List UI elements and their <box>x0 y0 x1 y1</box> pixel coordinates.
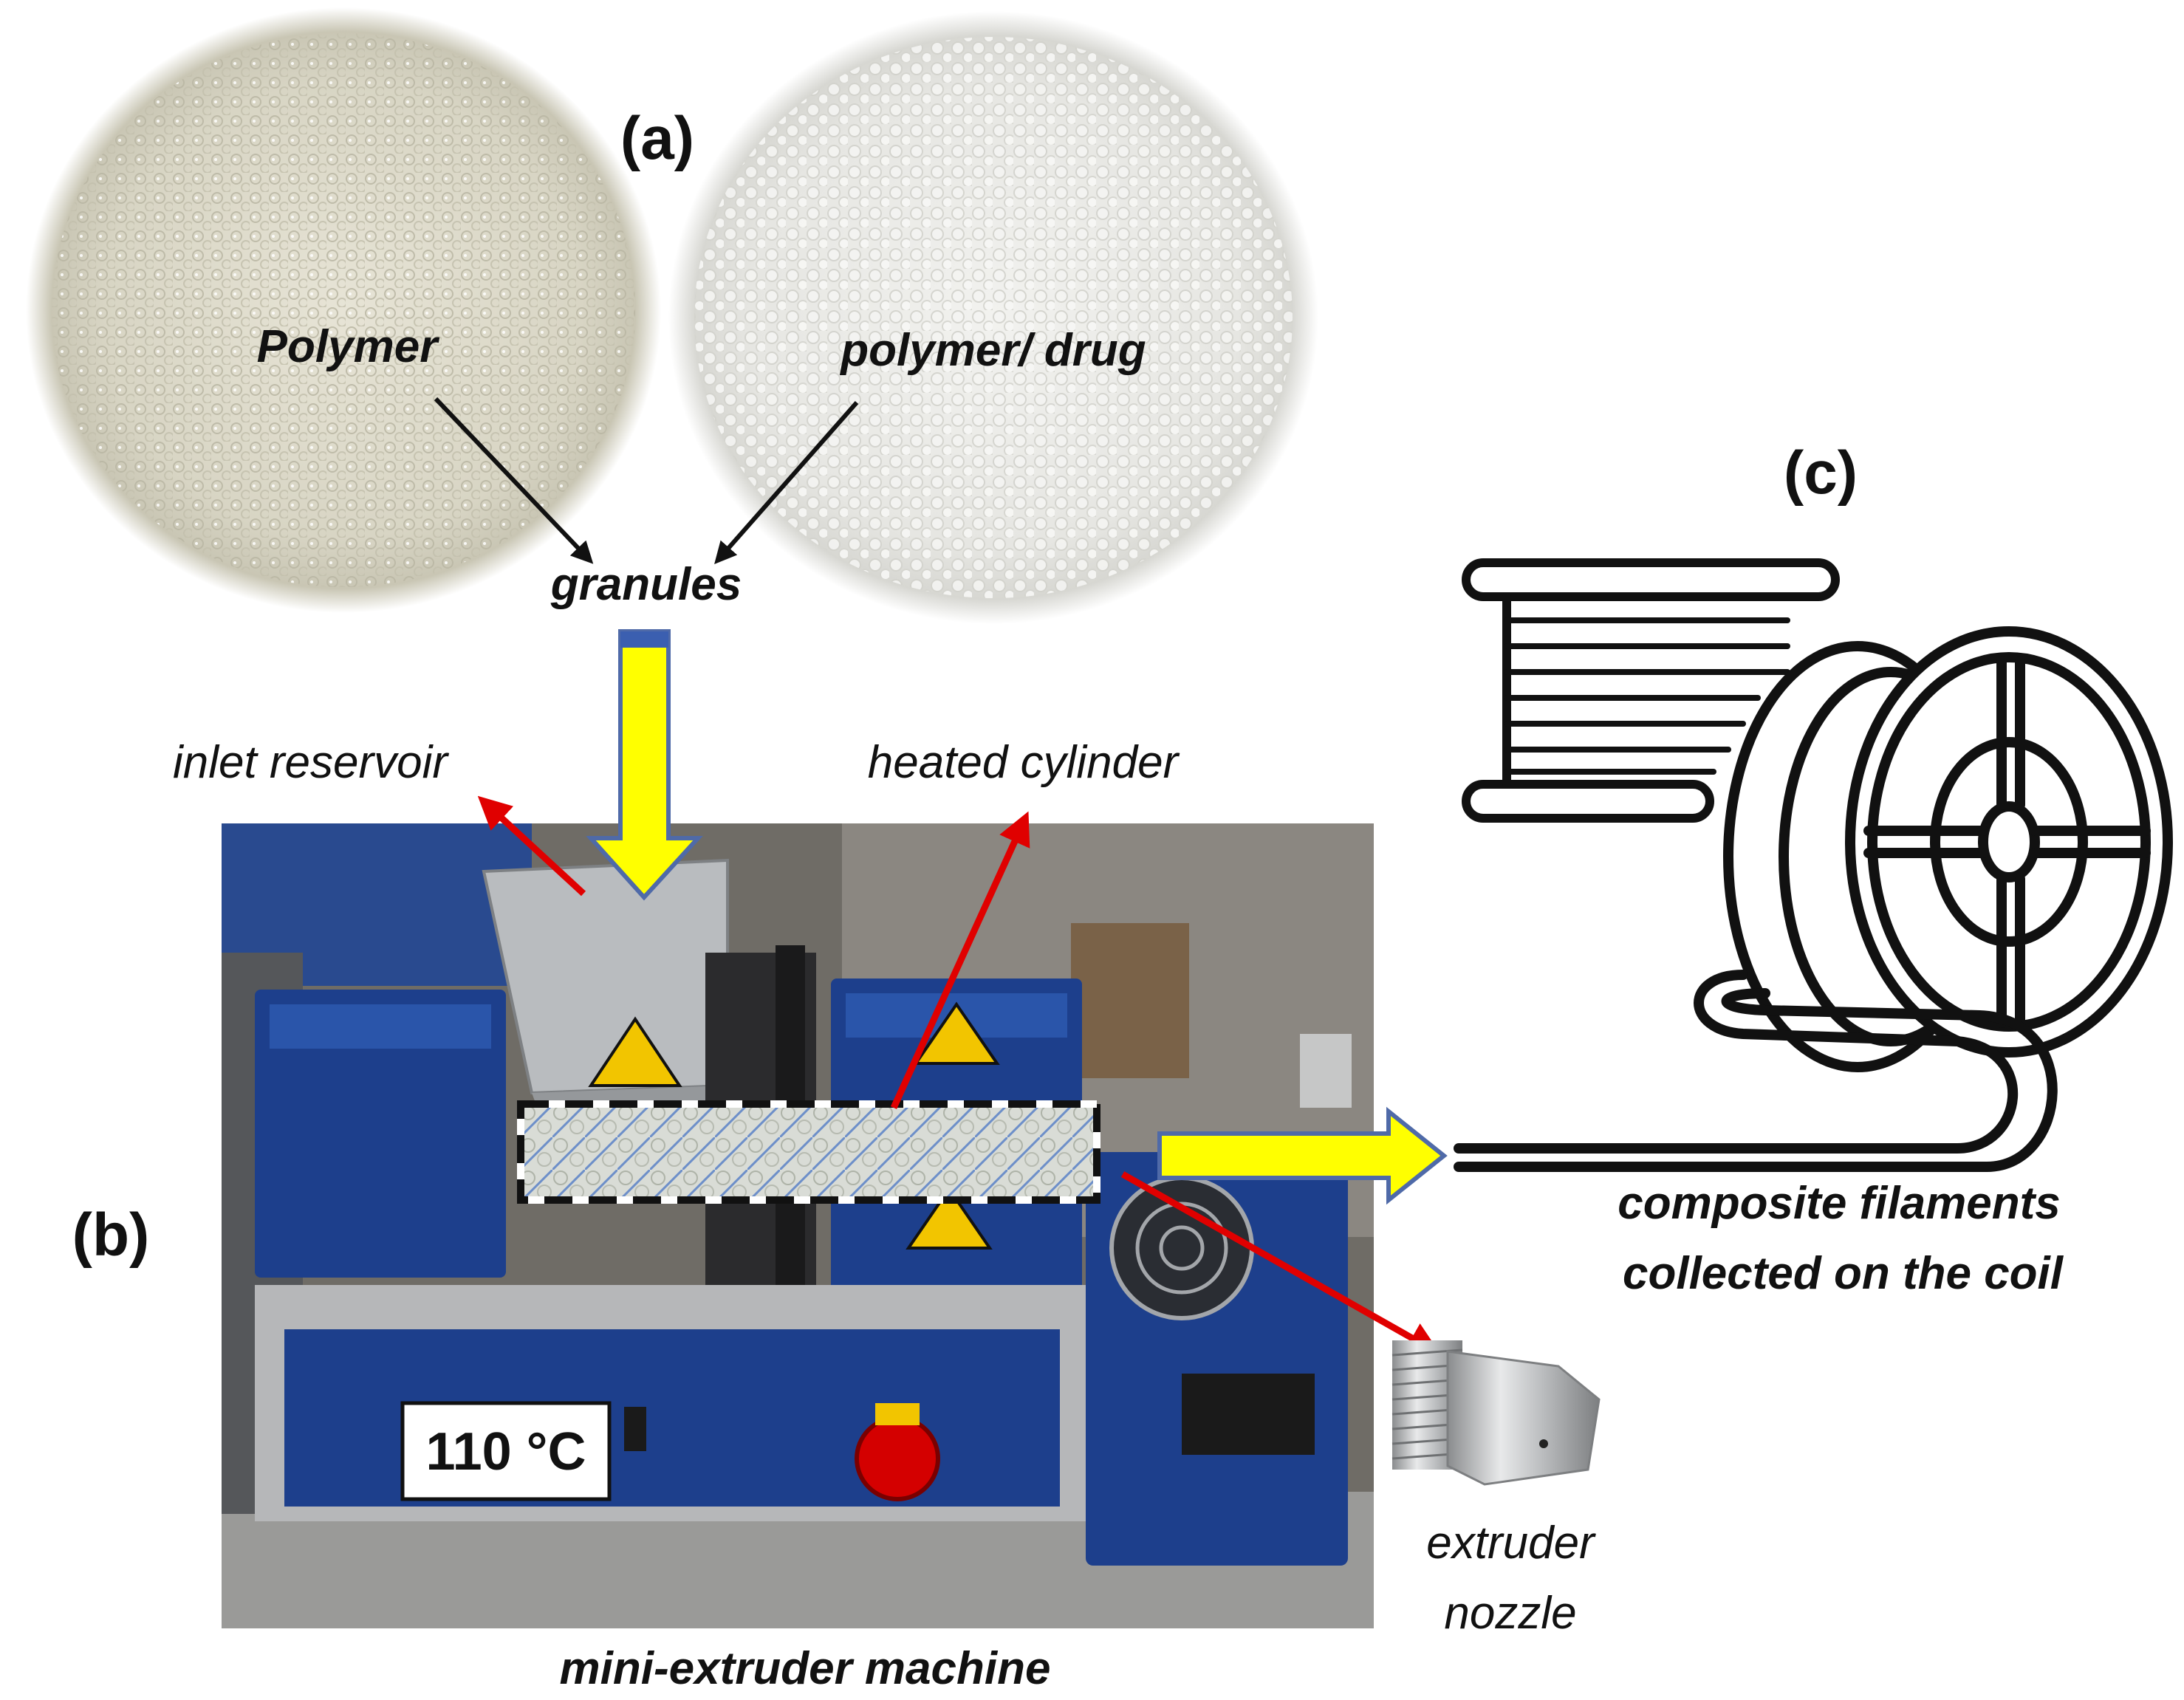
polymer-drug-label: polymer/ drug <box>839 325 1146 376</box>
polymer-granules-dish <box>26 7 661 613</box>
panel-label-c: (c) <box>1784 439 1858 507</box>
heated-cylinder-pointer <box>890 811 1030 1109</box>
inlet-reservoir-label: inlet reservoir <box>173 737 449 788</box>
panel-label-b: (b) <box>72 1202 150 1269</box>
granules-label: granules <box>550 559 742 610</box>
heated-cylinder-outline <box>517 1100 1100 1204</box>
panel-label-a: (a) <box>620 105 694 172</box>
heated-cylinder-label: heated cylinder <box>868 737 1180 788</box>
coil-icon <box>1454 626 2173 1172</box>
temperature-box <box>400 1401 612 1501</box>
polymer-pointer-arrow <box>434 397 594 564</box>
polymer-drug-granules-dish <box>668 11 1318 624</box>
feed-arrow <box>586 629 703 901</box>
spool-icon <box>1462 558 1840 823</box>
extruder-photo <box>222 823 1374 1628</box>
coil-caption-line1: composite filaments <box>1618 1178 2060 1229</box>
extruder-nozzle-label-line2: nozzle <box>1444 1588 1576 1639</box>
output-arrow <box>1157 1106 1448 1205</box>
polymer-drug-pointer-arrow <box>714 401 859 565</box>
extruder-nozzle-image <box>1391 1340 1601 1486</box>
machine-caption: mini-extruder machine <box>560 1643 1051 1694</box>
extruder-nozzle-pointer <box>1120 1171 1441 1354</box>
temperature-label: 110 °C <box>426 1422 586 1481</box>
heated-cylinder-inset <box>521 1104 1097 1200</box>
polymer-label: Polymer <box>257 321 440 372</box>
extruder-nozzle-label-line1: extruder <box>1426 1518 1596 1569</box>
inlet-reservoir-pointer <box>477 795 586 897</box>
coil-caption-line2: collected on the coil <box>1623 1248 2064 1299</box>
